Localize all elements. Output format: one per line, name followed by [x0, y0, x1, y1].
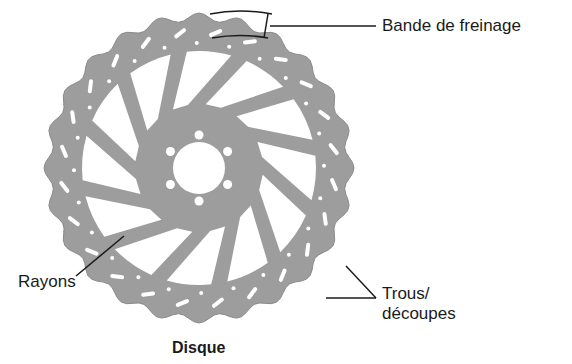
brake-hole	[287, 253, 291, 257]
brake-hole	[110, 256, 114, 260]
brake-slot	[329, 177, 338, 191]
brake-slot	[175, 298, 189, 307]
bolt-hole	[166, 147, 175, 156]
brake-hole	[136, 275, 140, 279]
bolt-hole	[223, 180, 232, 189]
spoke-cutout	[227, 206, 267, 282]
bolt-hole	[195, 197, 204, 206]
brake-hole	[284, 76, 288, 80]
brake-slot	[141, 291, 155, 297]
brake-slot	[58, 180, 70, 193]
leader-line	[346, 266, 376, 298]
spoke-cutout	[85, 196, 161, 236]
brake-slot	[85, 247, 99, 256]
spoke-cutout	[206, 61, 283, 108]
brake-hole	[195, 41, 199, 45]
brake-slot	[211, 297, 224, 309]
brake-hole	[317, 132, 321, 136]
brake-slot	[246, 286, 258, 300]
brake-slot	[59, 144, 68, 158]
brake-slot	[70, 110, 76, 124]
caption: Disque	[172, 338, 225, 358]
brake-slot	[110, 274, 124, 280]
bolt-hole	[223, 147, 232, 156]
brake-slot	[278, 268, 287, 282]
brake-slot	[173, 27, 186, 39]
spoke-cutout	[92, 84, 139, 161]
brake-hole	[199, 291, 203, 295]
brake-disc	[44, 13, 354, 323]
leader-line	[76, 236, 124, 276]
band-bracket	[264, 14, 268, 38]
spoke-cutout	[257, 142, 316, 200]
part-label: Trous/ découpes	[382, 284, 468, 324]
band-bracket	[210, 11, 272, 14]
hub-bore	[173, 142, 225, 194]
brake-hole	[77, 201, 81, 205]
brake-hole	[261, 273, 265, 277]
spoke-cutout	[115, 228, 192, 275]
part-label: Rayons	[18, 272, 76, 292]
brake-hole	[304, 102, 308, 106]
brake-slot	[274, 57, 288, 63]
leader-line	[326, 297, 376, 299]
brake-hole	[258, 57, 262, 61]
brake-hole	[163, 46, 167, 50]
brake-hole	[227, 45, 231, 49]
brake-hole	[90, 230, 94, 234]
brake-slot	[305, 243, 311, 257]
brake-slot	[140, 36, 152, 50]
brake-slot	[322, 212, 328, 226]
brake-slot	[88, 79, 94, 93]
spoke-cutout	[237, 99, 313, 139]
brake-slot	[67, 215, 81, 227]
brake-hole	[107, 79, 111, 83]
bolt-hole	[166, 180, 175, 189]
brake-hole	[72, 168, 76, 172]
brake-hole	[88, 105, 92, 109]
disc-body	[44, 13, 354, 323]
brake-slot	[328, 142, 340, 155]
brake-hole	[133, 59, 137, 63]
brake-slot	[317, 109, 331, 121]
brake-slot	[243, 39, 257, 45]
spoke-cutout	[130, 54, 170, 130]
brake-hole	[232, 286, 236, 290]
brake-hole	[167, 287, 171, 291]
brake-hole	[318, 196, 322, 200]
bolt-hole	[195, 131, 204, 140]
brake-hole	[306, 227, 310, 231]
part-label: Bande de freinage	[382, 16, 521, 36]
leader-line	[270, 25, 376, 27]
brake-slot	[111, 54, 120, 68]
band-bracket	[212, 36, 268, 39]
brake-hole	[322, 164, 326, 168]
brake-hole	[76, 136, 80, 140]
brake-slot	[299, 80, 313, 89]
